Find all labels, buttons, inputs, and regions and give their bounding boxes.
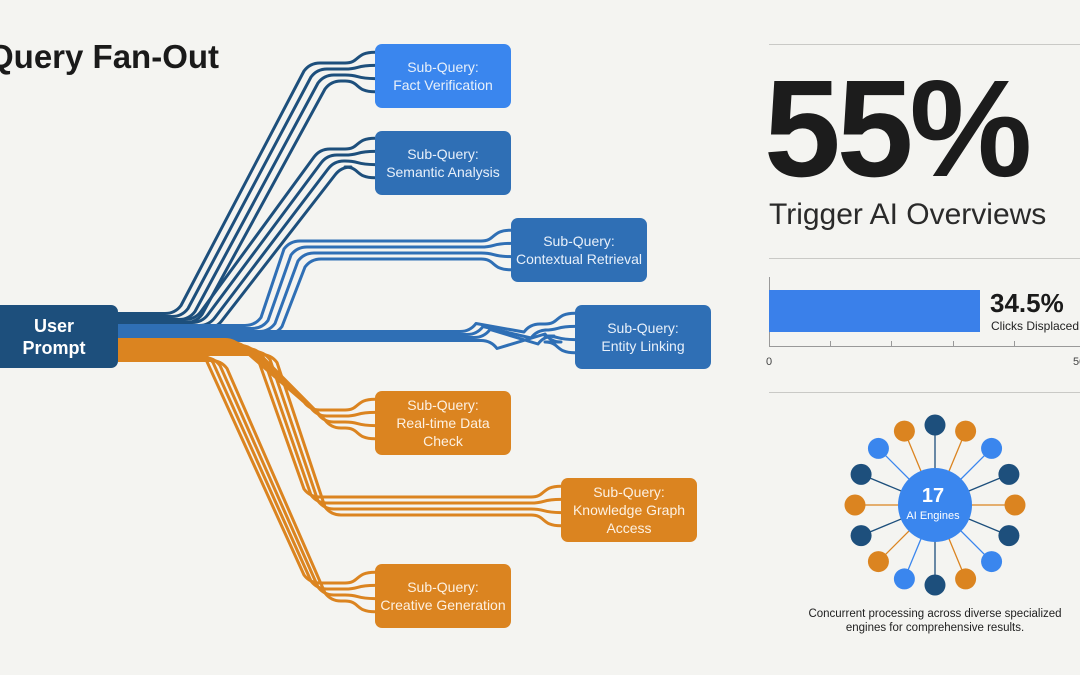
sub-query-label: Sub-Query: [407, 146, 479, 162]
connector-line [118, 359, 376, 614]
sub-query-name: Entity Linking [601, 338, 685, 354]
connector-line [118, 50, 376, 315]
stat-value: 55% [764, 52, 1032, 206]
sub-query-label: Sub-Query: [407, 397, 479, 413]
engine-node [981, 551, 1003, 573]
caption-line2: engines for comprehensive results. [845, 622, 1025, 634]
x-tick-label-min: 0 [766, 356, 773, 368]
engine-node [893, 568, 915, 590]
engine-node [867, 551, 889, 573]
connector-line [118, 241, 512, 330]
divider [769, 258, 1080, 259]
stat-label: Trigger AI Overviews [769, 198, 1047, 231]
engine-node [924, 414, 946, 436]
sub-query-real-time-data-check: Sub-Query: Real-time Data Check [375, 391, 511, 455]
connector-line [118, 149, 376, 324]
bar-value-label: 34.5% [990, 288, 1064, 318]
sub-query-knowledge-graph-access: Sub-Query: Knowledge Graph Access [561, 478, 697, 542]
engine-node [998, 525, 1020, 547]
divider [769, 44, 1080, 45]
connector-line [118, 350, 376, 585]
sub-query-label: Sub-Query: [607, 320, 679, 336]
sub-query-name: Creative Generation [380, 597, 506, 613]
sub-query-label: Sub-Query: [407, 59, 479, 75]
engines-network [844, 414, 1026, 596]
sub-query-fact-verification: Sub-Query: Fact Verification [375, 44, 511, 108]
connector-line [118, 159, 376, 327]
x-tick [1013, 341, 1015, 347]
connector-line [118, 356, 376, 601]
divider [769, 392, 1080, 393]
prompt-line2: Prompt [22, 337, 86, 358]
x-tick [830, 341, 832, 347]
connector-line [118, 332, 576, 355]
sub-query-name: Contextual Retrieval [515, 251, 643, 267]
sub-query-name: Fact Verification [393, 77, 493, 93]
engine-node [981, 437, 1003, 459]
user-prompt-node: User Prompt [0, 305, 118, 368]
engine-node [850, 525, 872, 547]
engine-node [1004, 494, 1026, 516]
engines-center-text: 17 AI Engines [898, 485, 968, 522]
sub-query-contextual-retrieval: Sub-Query: Contextual Retrieval [511, 218, 647, 282]
engines-hub [898, 468, 972, 542]
engines-caption: Concurrent processing across diverse spe… [790, 607, 1080, 635]
sub-query-name-cont: Check [423, 433, 463, 449]
connector-line [118, 353, 376, 591]
page-title: Query Fan-Out [0, 38, 220, 75]
connector-line [118, 63, 376, 318]
sub-query-name: Semantic Analysis [386, 164, 500, 180]
sub-query-name: Real-time Data [396, 415, 490, 431]
sub-query-name: Knowledge Graph [572, 502, 686, 518]
connector-line [118, 324, 576, 340]
connector-line [118, 311, 576, 334]
caption-line1: Concurrent processing across diverse spe… [808, 608, 1062, 620]
engine-node [955, 420, 977, 442]
engine-node [893, 420, 915, 442]
chart-x-axis [769, 346, 1080, 347]
sub-query-name-cont: Access [606, 520, 652, 536]
sub-query-label: Sub-Query: [407, 579, 479, 595]
sub-query-label: Sub-Query: [543, 233, 615, 249]
sub-query-creative-generation: Sub-Query: Creative Generation [375, 564, 511, 628]
sub-query-semantic-analysis: Sub-Query: Semantic Analysis [375, 131, 511, 195]
x-tick [952, 341, 954, 347]
x-tick-label-max: 50 [1073, 356, 1080, 368]
bar-category-label: Clicks Displaced [991, 319, 1080, 333]
engine-node [867, 437, 889, 459]
sub-query-entity-linking: Sub-Query: Entity Linking [575, 305, 711, 369]
engine-node [924, 574, 946, 596]
connector-line [118, 228, 512, 327]
engines-label: AI Engines [906, 510, 960, 522]
engine-node [844, 494, 866, 516]
engines-count: 17 [921, 485, 945, 507]
connector-line [118, 251, 512, 333]
connector-line [118, 136, 376, 321]
x-tick [891, 341, 893, 347]
prompt-line1: User [33, 315, 75, 336]
engine-node [850, 463, 872, 485]
bar-clicks-displaced [769, 290, 981, 332]
connector-line [118, 79, 376, 324]
sub-query-label: Sub-Query: [593, 484, 665, 500]
engine-node [955, 568, 977, 590]
connector-line [118, 328, 576, 346]
connector-line [118, 353, 562, 528]
engine-node [998, 463, 1020, 485]
